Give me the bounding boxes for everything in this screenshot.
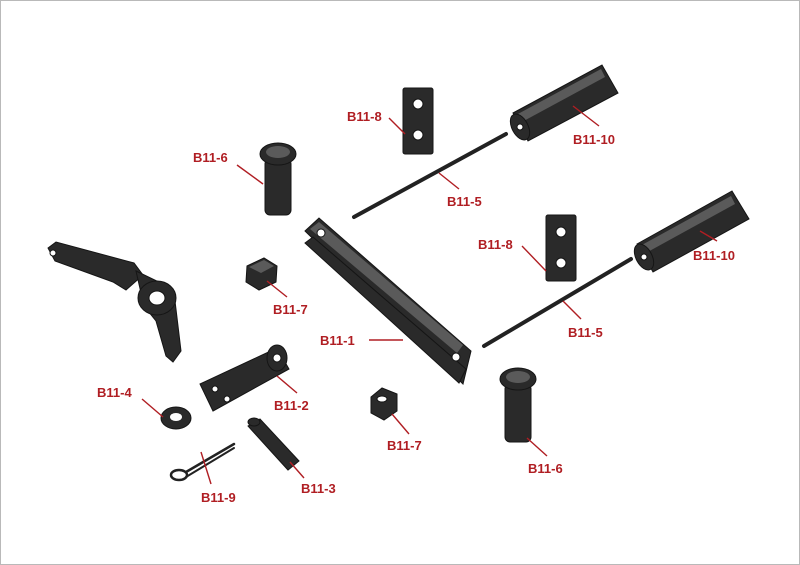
part-b11-7-mid-nut [370,387,398,421]
part-b11-9-cotter-pin [169,442,236,482]
label-b11-3: B11-3 [301,481,336,496]
part-b11-3-pin [247,417,300,471]
label-b11-8-top: B11-8 [347,109,382,124]
label-b11-4: B11-4 [97,385,132,400]
part-b11-2-clevis [199,344,290,412]
label-b11-10-mid: B11-10 [693,248,735,263]
leader-b11-7-mid [391,413,410,435]
part-arm-left [47,241,182,363]
leader-b11-10-mid [699,230,718,242]
part-b11-6-top-pin [259,142,297,216]
label-b11-6-bottom: B11-6 [528,461,563,476]
part-b11-10-top-sleeve [509,64,619,142]
label-b11-5-mid: B11-5 [568,325,603,340]
leader-b11-3 [289,461,305,479]
part-b11-5-top-rod [352,132,508,219]
leader-b11-2 [276,375,298,394]
label-b11-1: B11-1 [320,333,355,348]
leader-b11-8-mid [521,245,547,272]
leader-b11-10-top [572,105,600,127]
label-b11-10-top: B11-10 [573,132,615,147]
leader-b11-6-bottom [526,437,548,457]
part-b11-8-mid-plate [545,214,577,282]
leader-b11-9 [200,451,212,485]
part-b11-6-bottom-pin [499,367,537,443]
label-b11-7-left: B11-7 [273,302,308,317]
leader-b11-5-top [438,172,460,190]
label-b11-2: B11-2 [274,398,309,413]
label-b11-7-mid: B11-7 [387,438,422,453]
part-b11-10-mid-sleeve [633,190,750,273]
label-b11-6-top: B11-6 [193,150,228,165]
label-b11-5-top: B11-5 [447,194,482,209]
part-b11-1-bar [304,217,472,385]
label-b11-9: B11-9 [201,490,236,505]
part-b11-8-top-plate [402,87,434,155]
part-b11-4-washer [160,406,192,430]
part-b11-5-mid-rod [482,257,633,348]
leader-b11-4 [141,398,164,418]
leader-b11-6-top [236,164,264,185]
leader-b11-7-left [266,280,288,298]
leader-b11-8-top [388,117,406,135]
label-b11-8-mid: B11-8 [478,237,513,252]
leader-b11-5-mid [562,300,582,320]
